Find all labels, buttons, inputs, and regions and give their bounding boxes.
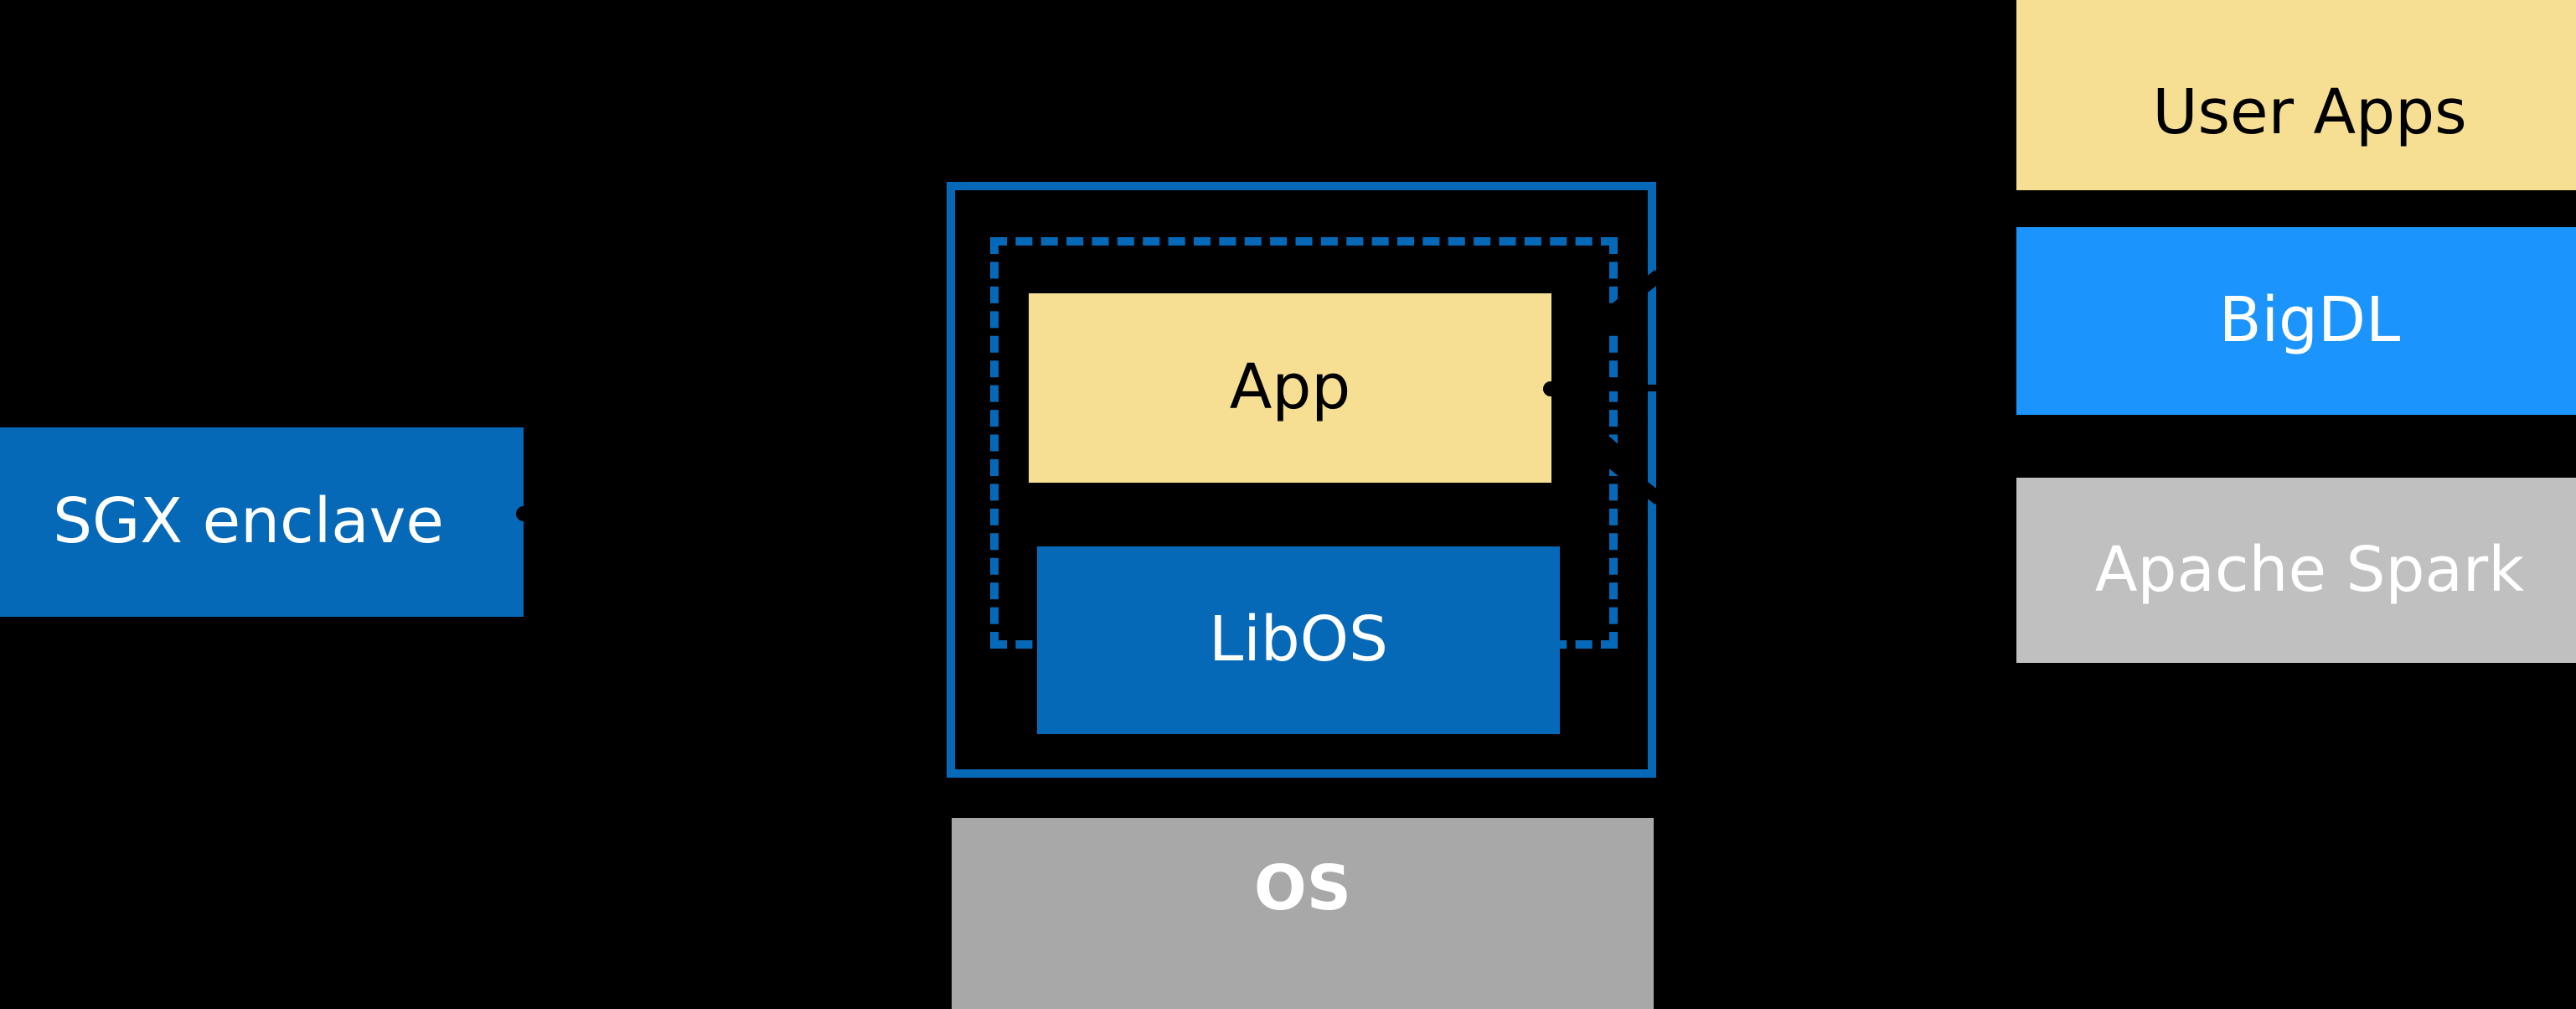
bigdl-box: BigDL <box>2016 227 2576 415</box>
sgx-enclave-label: SGX enclave <box>53 485 444 558</box>
sgx-enclave-connector-line <box>524 510 951 517</box>
os-label: OS <box>1253 852 1352 924</box>
app-to-user-apps-connector-line <box>1551 385 2016 391</box>
libos-box: LibOS <box>1037 546 1560 734</box>
app-box: App <box>1029 293 1551 483</box>
apache-spark-label: Apache Spark <box>2094 533 2525 606</box>
bigdl-label: BigDL <box>2218 284 2401 357</box>
enclave-outer-boundary <box>947 182 1656 778</box>
os-box: OS <box>952 818 1654 1009</box>
app-label: App <box>1229 351 1351 424</box>
apache-spark-box: Apache Spark <box>2016 478 2576 663</box>
libos-label: LibOS <box>1209 603 1388 676</box>
sgx-enclave-box: SGX enclave <box>0 427 524 617</box>
user-apps-label: User Apps <box>2152 75 2467 148</box>
user-apps-box: User Apps <box>2016 0 2576 190</box>
sgx-enclave-connector-arrowhead <box>516 506 531 521</box>
